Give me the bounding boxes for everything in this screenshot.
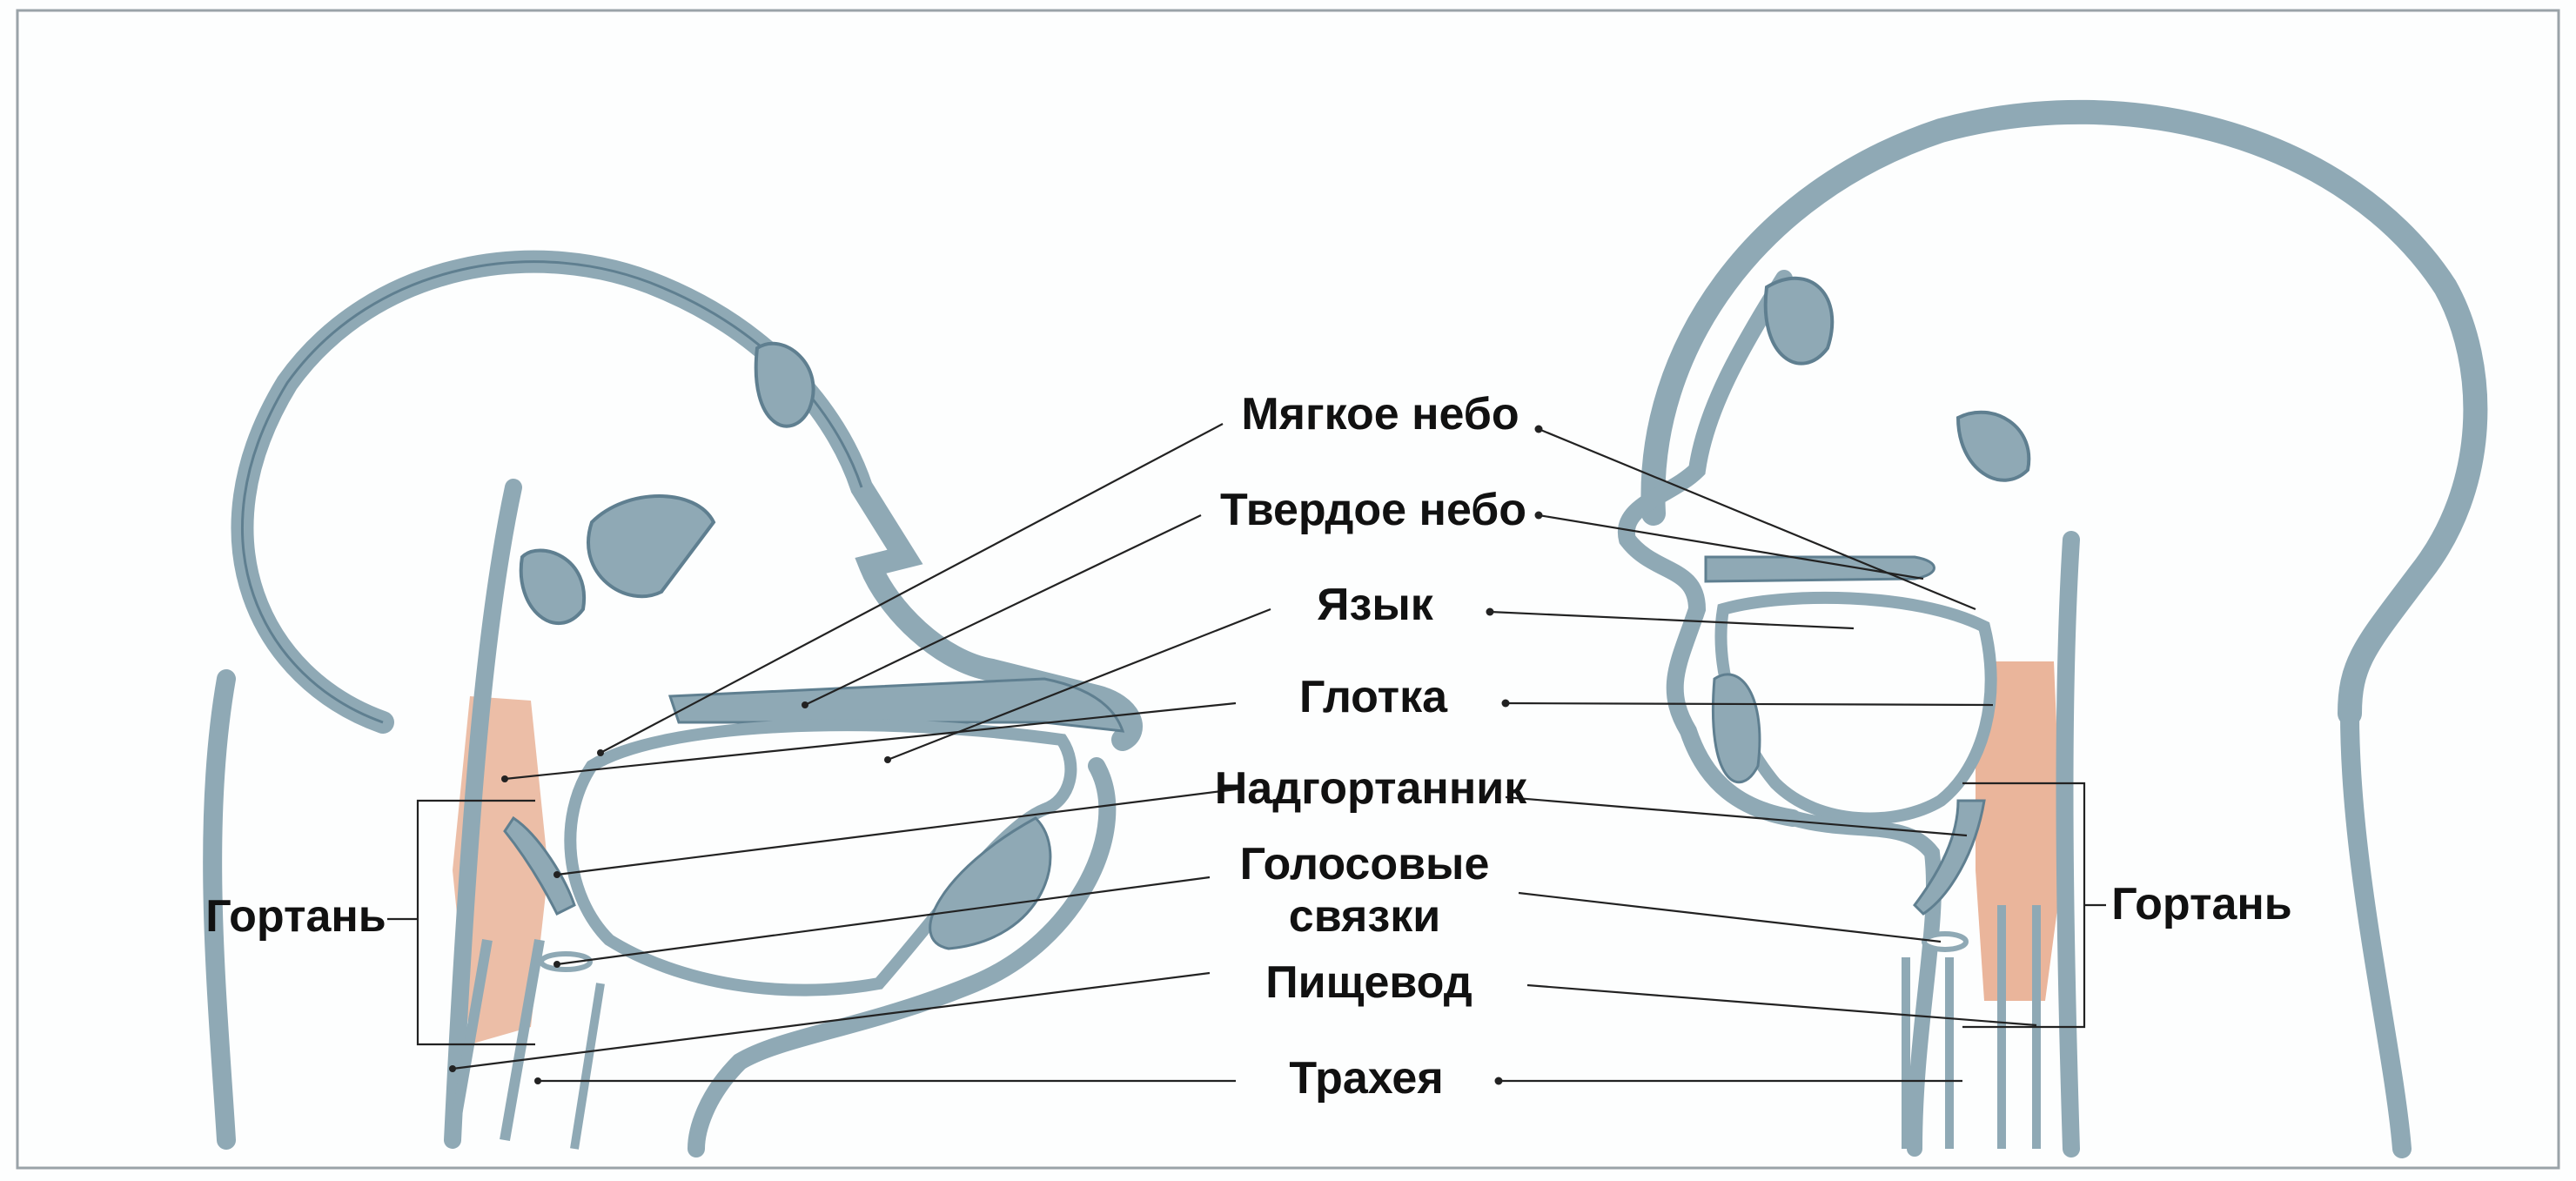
right-spine [2065,540,2072,1149]
label-esophagus: Пищевод [1265,957,1472,1008]
label-hard-palate: Твердое небо [1220,485,1526,535]
label-pharynx: Глотка [1299,672,1448,722]
label-larynx-right: Гортань [2111,879,2292,929]
label-tongue: Язык [1317,580,1434,630]
label-larynx-left: Гортань [205,891,386,942]
label-trachea: Трахея [1289,1053,1443,1104]
label-epiglottis: Надгортанник [1215,763,1527,814]
label-soft-palate: Мягкое небо [1241,389,1519,440]
label-vocal-cords-line2: связки [1289,891,1440,942]
label-vocal-cords-line1: Голосовые [1240,839,1490,889]
